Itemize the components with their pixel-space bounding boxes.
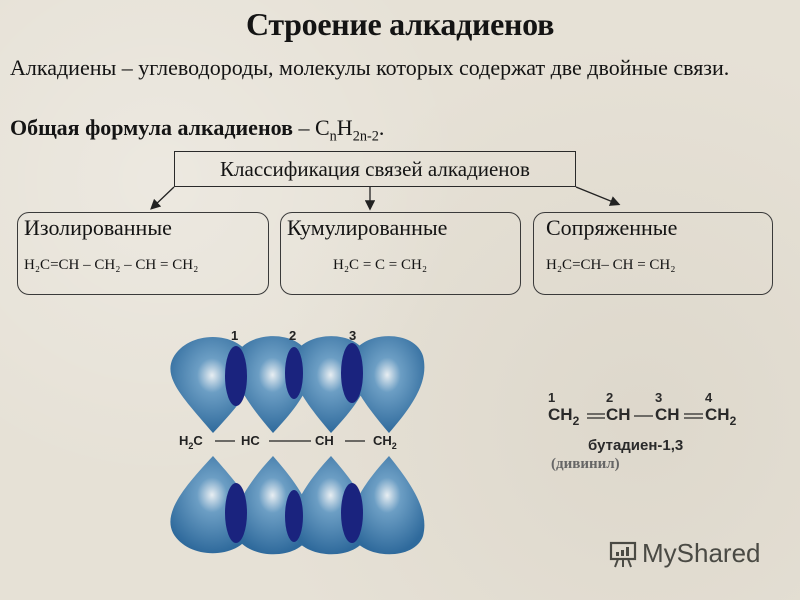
butadiene-structure: 1 2 3 4 CH2 CH CH CH2 бутадиен-1,3 (диви…	[548, 390, 737, 472]
atom-h2c: H2C	[179, 433, 203, 451]
general-formula: Общая формула алкадиенов – CnH2n-2.	[10, 115, 385, 145]
svg-text:CH: CH	[606, 405, 631, 424]
iupac-name: бутадиен-1,3	[588, 437, 683, 454]
overlap-label-2: 2	[289, 328, 296, 343]
trivial-name: (дивинил)	[551, 456, 620, 472]
svg-text:CH2: CH2	[705, 405, 737, 428]
presentation-board-icon	[609, 541, 637, 567]
svg-text:CH2: CH2	[548, 405, 580, 428]
conjugated-title: Сопряженные	[546, 215, 678, 240]
formula-label: Общая формула алкадиенов	[10, 115, 293, 140]
classification-header-box: Классификация связей алкадиенов	[174, 151, 576, 187]
conjugated-box: Сопряженные H₂C=CH– CH = CH₂	[533, 212, 773, 295]
isolated-formula: H₂C=CH – CH₂ – CH = CH₂	[24, 257, 199, 273]
atom-hc: HC	[241, 433, 260, 448]
carbon-number-2: 2	[606, 390, 613, 405]
p-orbital-overlap-diagram: 1 2 3 H2C HC CH CH2	[170, 328, 425, 555]
atom-ch2: CH2	[373, 433, 397, 451]
svg-text:CH: CH	[655, 405, 680, 424]
isolated-box: Изолированные H₂C=CH – CH₂ – CH = CH₂	[17, 212, 269, 295]
cumulated-box: Кумулированные H₂C = C = CH₂	[280, 212, 521, 295]
cumulated-formula: H₂C = C = CH₂	[333, 257, 428, 273]
conjugated-formula: H₂C=CH– CH = CH₂	[546, 257, 676, 273]
carbon-number-3: 3	[655, 390, 662, 405]
overlap-label-1: 1	[231, 328, 238, 343]
watermark-logo: MyShared	[608, 538, 761, 569]
slide-title: Строение алкадиенов	[245, 6, 555, 42]
definition-text: Алкадиены – углеводороды, молекулы котор…	[10, 55, 730, 80]
cumulated-title: Кумулированные	[287, 215, 448, 240]
isolated-title: Изолированные	[24, 215, 172, 240]
lower-lobes	[170, 456, 425, 555]
atom-ch: CH	[315, 433, 334, 448]
overlap-label-3: 3	[349, 328, 356, 343]
carbon-number-4: 4	[705, 390, 713, 405]
upper-lobes	[170, 336, 425, 433]
watermark-text: MyShared	[642, 538, 761, 568]
carbon-number-1: 1	[548, 390, 555, 405]
